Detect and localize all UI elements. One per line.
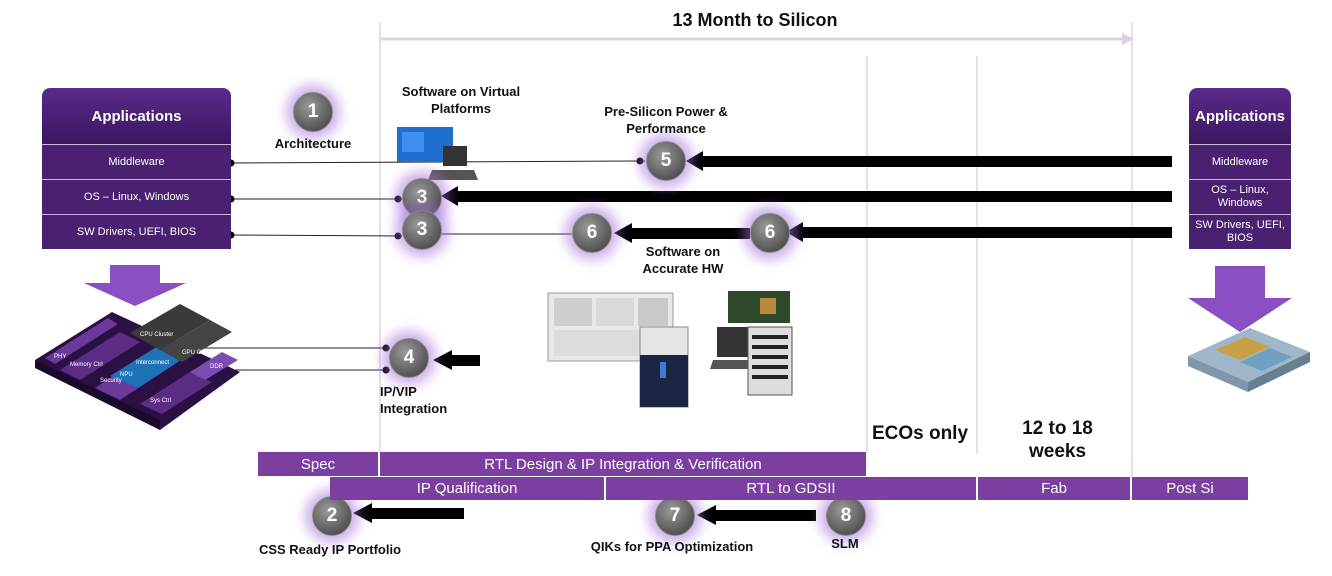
css-ip-portfolio-label: CSS Ready IP Portfolio [258, 542, 402, 557]
phase-divider-fab [976, 56, 978, 454]
phase-divider-start [379, 22, 381, 454]
soc-chip-illustration [35, 304, 240, 430]
step-8-badge: 8 [826, 496, 866, 536]
right-stack-row-drivers: SW Drivers, UEFI, BIOS [1189, 214, 1291, 249]
sw-accurate-hw-label: Software on Accurate HW [642, 244, 724, 276]
presilicon-label: Pre-Silicon Power & Performance [604, 104, 728, 136]
step-6-left-badge: 6 [572, 213, 612, 253]
right-down-arrow [1188, 266, 1292, 332]
phase-fab: Fab [978, 477, 1130, 500]
silicon-die-illustration [1188, 328, 1310, 392]
step-2-badge: 2 [312, 496, 352, 536]
ip-vip-label: IP/VIP Integration [380, 384, 448, 416]
phase-divider-postsi [1131, 22, 1133, 478]
phase-post-si: Post Si [1132, 477, 1248, 500]
right-stack-row-middleware: Middleware [1189, 144, 1291, 179]
phase-ip-qualification: IP Qualification [330, 477, 604, 500]
step-3-drivers-badge: 3 [402, 210, 442, 250]
prototype-board [710, 291, 793, 396]
left-stack-row-os: OS – Linux, Windows [42, 179, 231, 214]
left-stack-row-drivers: SW Drivers, UEFI, BIOS [42, 214, 231, 249]
emulator-hardware [547, 292, 689, 408]
qiks-label: QIKs for PPA Optimization [590, 539, 754, 554]
architecture-label: Architecture [274, 136, 352, 151]
left-software-stack: Applications Middleware OS – Linux, Wind… [42, 88, 231, 249]
timeline-title: 13 Month to Silicon [672, 10, 838, 30]
slm-label: SLM [831, 536, 859, 551]
right-stack-header: Applications [1189, 88, 1291, 144]
sw-virtual-platforms-label: Software on Virtual Platforms [401, 84, 521, 116]
phase-rtl-design: RTL Design & IP Integration & Verificati… [380, 452, 866, 476]
right-stack-row-os: OS – Linux, Windows [1189, 179, 1291, 214]
step-5-badge: 5 [646, 141, 686, 181]
phase-divider-eco [866, 56, 868, 454]
phase-spec: Spec [258, 452, 378, 476]
step-7-badge: 7 [655, 496, 695, 536]
ecos-only-label: ECOs only [871, 423, 969, 444]
fab-weeks-label: 12 to 18 weeks [1022, 418, 1093, 462]
left-down-arrow [84, 265, 186, 306]
step-1-badge: 1 [293, 92, 333, 132]
feedback-arrows [353, 151, 1172, 525]
right-software-stack: Applications Middleware OS – Linux, Wind… [1189, 88, 1291, 249]
timeline-arrow [380, 33, 1134, 45]
virtual-platform-laptop [397, 127, 478, 180]
phase-rtl-to-gdsii: RTL to GDSII [606, 477, 976, 500]
left-stack-header: Applications [42, 88, 231, 144]
step-4-badge: 4 [389, 338, 429, 378]
left-stack-row-middleware: Middleware [42, 144, 231, 179]
step-6-right-badge: 6 [750, 213, 790, 253]
